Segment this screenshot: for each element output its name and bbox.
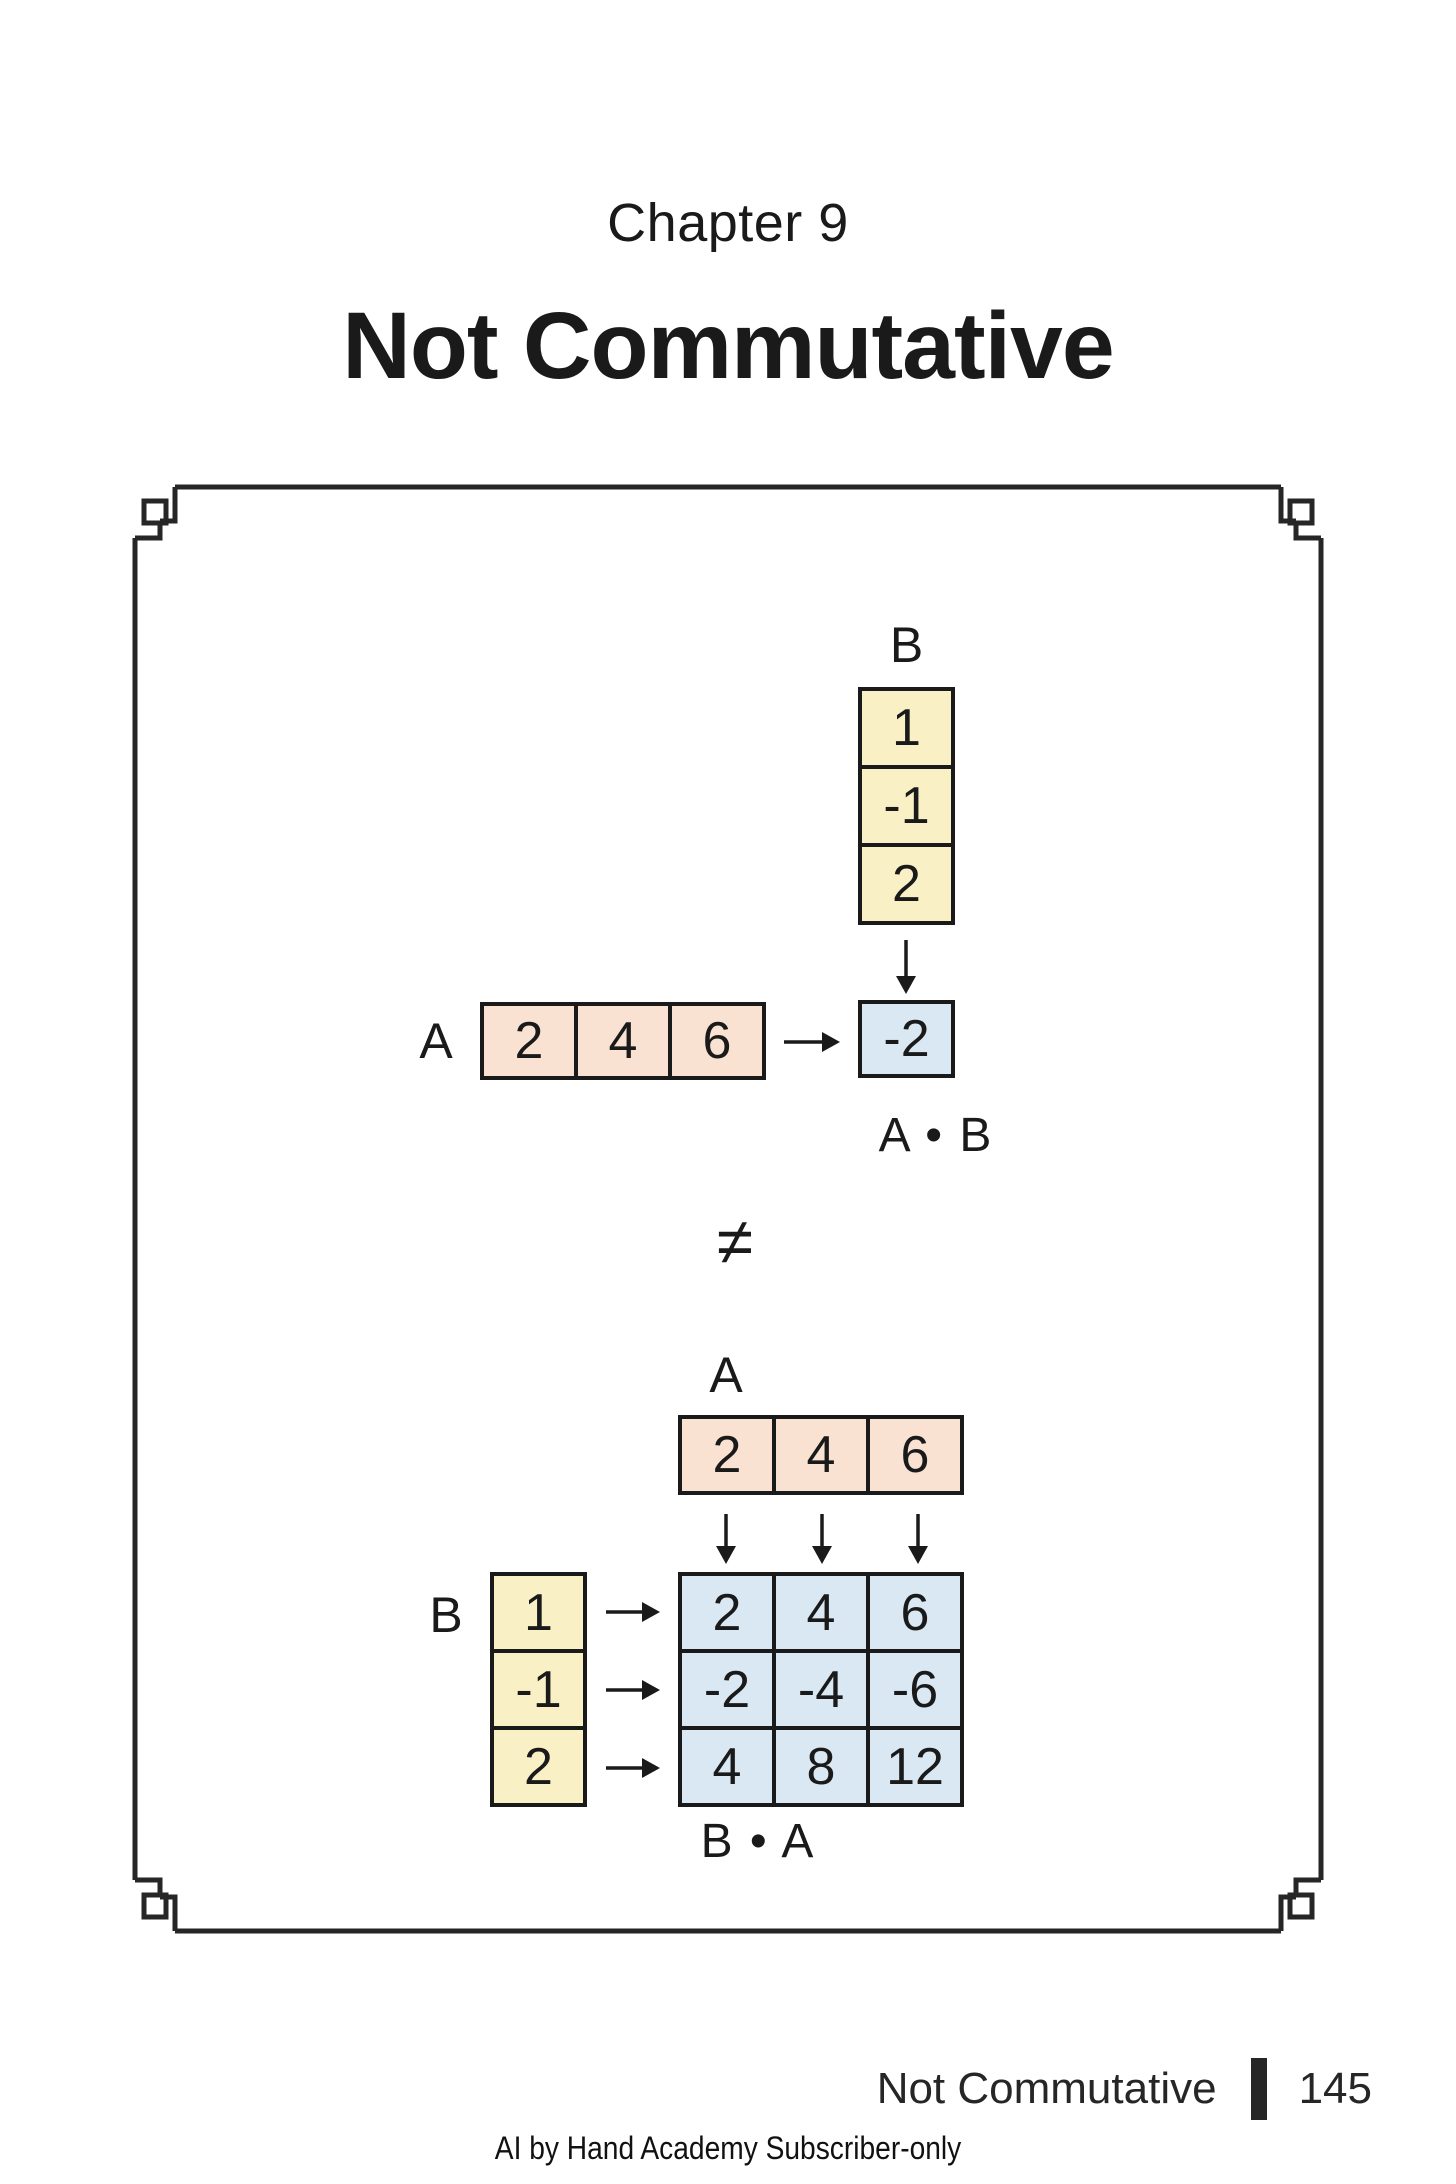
down-arrow-icon: [896, 940, 916, 994]
vector-a-cell: 6: [672, 1006, 762, 1076]
vector-a-row-top: 2 4 6: [480, 1002, 766, 1080]
vector-b-cell: 2: [494, 1730, 583, 1803]
vector-b-cell: -1: [494, 1653, 583, 1726]
down-arrow-icon: [812, 1514, 832, 1564]
page-footer: Not Commutative 145: [877, 2056, 1372, 2122]
vector-b-cell: -1: [862, 769, 951, 843]
vector-a-cell: 2: [682, 1419, 772, 1491]
right-arrow-icon: [784, 1032, 840, 1052]
footer-chapter-name: Not Commutative: [876, 2064, 1217, 2113]
vector-b-label-top: B: [889, 617, 924, 673]
matrix-cell: 4: [682, 1730, 772, 1803]
matrix-cell: -4: [776, 1653, 866, 1726]
vector-a-cell: 2: [484, 1006, 574, 1076]
matrix-cell: 12: [870, 1730, 960, 1803]
watermark-row: AI by Hand Academy Subscriber-only: [0, 2130, 1456, 2167]
matrix-cell: 4: [776, 1576, 866, 1649]
vector-a-cell: 6: [870, 1419, 960, 1491]
dot-product-result: -2: [862, 1004, 951, 1074]
chapter-heading: Chapter 9: [607, 193, 849, 253]
matrix-cell: 2: [682, 1576, 772, 1649]
right-arrow-icon: [606, 1758, 660, 1778]
right-arrow-icon: [606, 1680, 660, 1700]
b-dot-a-label: B • A: [700, 1815, 816, 1868]
footer-divider-bar: [1250, 2058, 1267, 2120]
matrix-cell: -2: [682, 1653, 772, 1726]
a-dot-b-label: A • B: [878, 1109, 994, 1162]
page-title: Not Commutative: [342, 293, 1114, 399]
vector-b-label-bottom: B: [429, 1587, 463, 1643]
right-arrow-icon: [606, 1602, 660, 1622]
vector-b-column-bottom: 1 -1 2: [490, 1572, 587, 1807]
footer-page-number: 145: [1298, 2064, 1372, 2113]
vector-a-label-top: A: [419, 1013, 453, 1069]
vector-a-label-bottom: A: [709, 1347, 743, 1403]
outer-product-matrix: 2 4 6 -2 -4 -6 4 8 12: [678, 1572, 964, 1807]
watermark-text: AI by Hand Academy Subscriber-only: [494, 2130, 962, 2166]
matrix-cell: -6: [870, 1653, 960, 1726]
vector-b-cell: 1: [494, 1576, 583, 1649]
not-equal-symbol: ≠: [716, 1204, 754, 1278]
down-arrow-icon: [716, 1514, 736, 1564]
vector-a-cell: 4: [578, 1006, 668, 1076]
matrix-cell: 8: [776, 1730, 866, 1803]
down-arrow-icon: [908, 1514, 928, 1564]
vector-a-row-bottom: 2 4 6: [678, 1415, 964, 1495]
dot-product-result-cell-wrap: -2: [858, 1000, 955, 1078]
vector-b-cell: 1: [862, 691, 951, 765]
matrix-cell: 6: [870, 1576, 960, 1649]
vector-a-cell: 4: [776, 1419, 866, 1491]
vector-b-cell: 2: [862, 847, 951, 921]
vector-b-column-top: 1 -1 2: [858, 687, 955, 925]
